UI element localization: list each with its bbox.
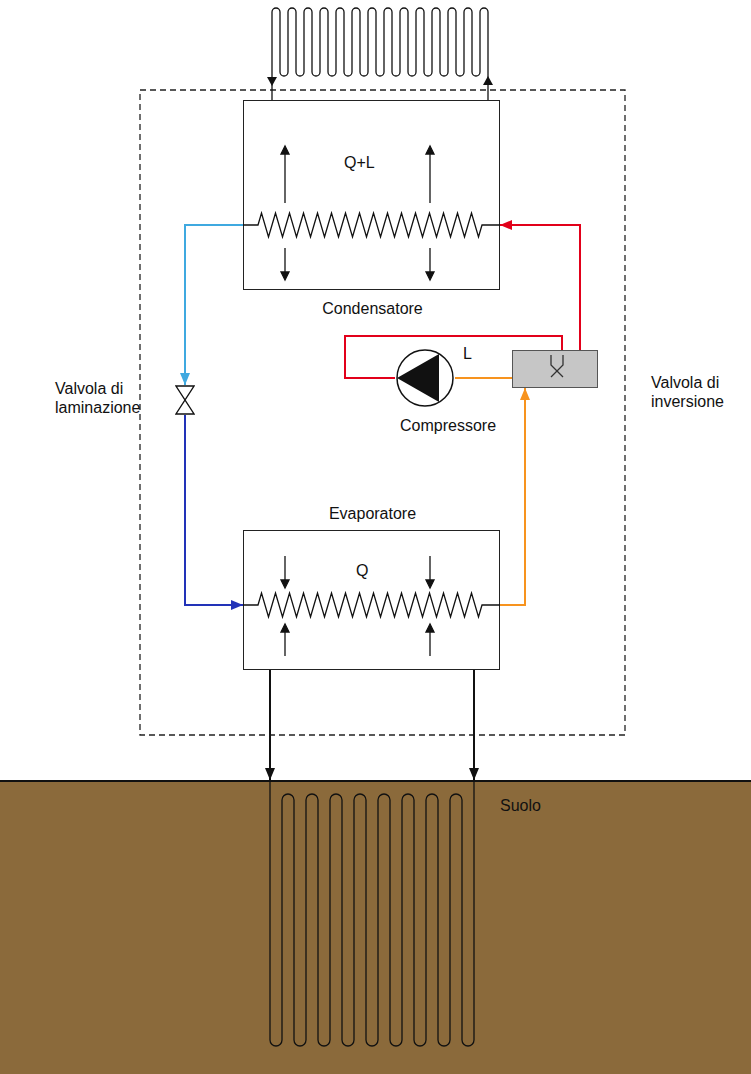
pipe-connector	[500, 220, 580, 350]
arrow-head	[500, 220, 512, 230]
pipe-connector	[265, 670, 275, 780]
arrow-head	[265, 768, 275, 780]
pipe-connector	[469, 670, 479, 780]
arrow-head	[520, 388, 530, 400]
node-label: Valvola di laminazione	[55, 379, 150, 417]
node-label: Condensatore	[322, 299, 423, 318]
evaporator-coil	[243, 593, 500, 617]
node-label: Evaporatore	[329, 504, 416, 523]
flow-arrow	[483, 76, 493, 85]
node-label: Valvola di inversione	[651, 373, 746, 411]
expansion-valve: Valvola di laminazione	[175, 385, 195, 415]
pipe-connector	[180, 225, 243, 385]
pipe-line	[269, 670, 271, 780]
condenser-coil	[243, 213, 500, 237]
arrow-head	[469, 768, 479, 780]
pipe-connector	[185, 415, 243, 610]
reversing-valve: Valvola di inversione	[512, 350, 598, 388]
pipe-connector	[500, 388, 530, 605]
node-label: Q+L	[344, 153, 375, 172]
node-label: Q	[356, 561, 368, 580]
arrow-head	[231, 600, 243, 610]
pipe-line	[500, 225, 580, 350]
node-label: Suolo	[500, 796, 541, 815]
pipe-line	[473, 670, 475, 780]
radiator-coil	[272, 8, 488, 100]
pipe-line	[185, 225, 243, 385]
pipe-line	[500, 388, 525, 605]
arrow-head	[180, 373, 190, 385]
node-label: L	[463, 344, 472, 363]
node-label: Compressore	[400, 416, 496, 435]
unit-outline	[140, 90, 625, 735]
compressor: LCompressore	[395, 348, 455, 408]
pipe-connector	[455, 378, 512, 379]
pipe-line	[185, 415, 243, 605]
ground-band: Suolo	[0, 780, 751, 1074]
compressor-symbol	[395, 348, 455, 408]
valve-ports	[513, 351, 597, 387]
pipe-line	[455, 377, 512, 379]
condenser-box: Q+LCondensatore	[243, 100, 500, 290]
valve-symbol	[175, 385, 195, 415]
flow-arrow	[267, 77, 277, 86]
